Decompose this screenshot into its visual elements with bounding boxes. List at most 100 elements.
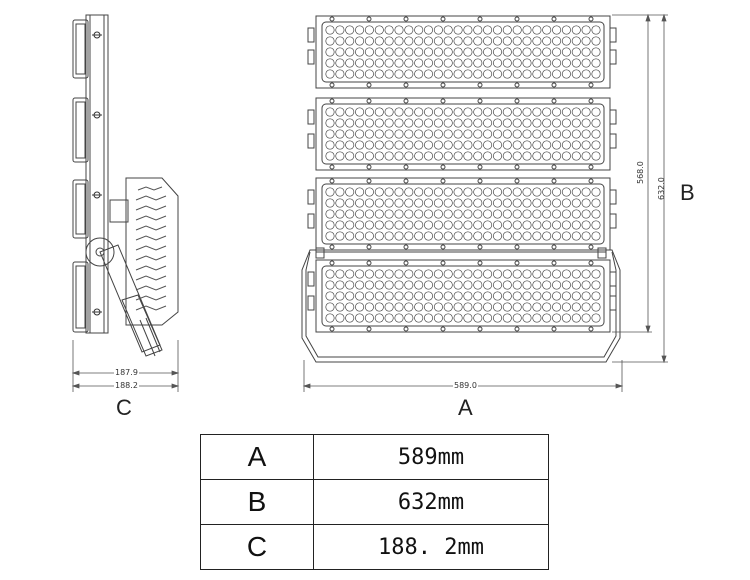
- led-lens: [453, 140, 463, 150]
- led-lens: [581, 36, 591, 46]
- led-lens: [502, 302, 512, 312]
- led-module: [315, 259, 611, 333]
- led-lens: [542, 36, 552, 46]
- led-lens: [581, 69, 591, 79]
- led-lens: [374, 151, 384, 161]
- led-lens: [502, 151, 512, 161]
- led-lens: [364, 302, 374, 312]
- led-lens: [384, 118, 394, 128]
- led-lens: [414, 129, 424, 139]
- led-lens: [384, 280, 394, 290]
- led-lens: [325, 187, 335, 197]
- side-dimension-inner: 187.9: [114, 368, 139, 377]
- led-lens: [453, 291, 463, 301]
- led-lens: [345, 291, 355, 301]
- led-lens: [463, 198, 473, 208]
- led-lens: [355, 291, 365, 301]
- led-lens: [581, 129, 591, 139]
- led-lens: [591, 140, 601, 150]
- led-lens: [355, 36, 365, 46]
- module-screw: [551, 16, 557, 22]
- led-lens: [453, 198, 463, 208]
- led-lens: [581, 47, 591, 57]
- led-lens: [492, 107, 503, 117]
- module-screw: [440, 164, 446, 170]
- led-lens: [414, 36, 424, 46]
- led-lens: [483, 25, 493, 35]
- module-screw: [366, 178, 372, 184]
- led-lens: [345, 36, 355, 46]
- module-screw: [366, 260, 372, 266]
- led-lens: [591, 36, 601, 46]
- led-lens: [355, 58, 365, 68]
- led-lens: [414, 291, 424, 301]
- led-lens: [355, 107, 365, 117]
- led-lens: [374, 291, 384, 301]
- led-lens: [483, 69, 493, 79]
- led-lens: [522, 187, 532, 197]
- led-lens: [443, 36, 453, 46]
- led-lens: [433, 25, 443, 35]
- led-lens: [581, 220, 591, 230]
- module-screw: [551, 260, 557, 266]
- led-lens: [571, 231, 581, 241]
- led-lens: [364, 231, 374, 241]
- led-lens: [384, 220, 394, 230]
- led-lens: [552, 58, 562, 68]
- led-lens: [571, 140, 581, 150]
- led-lens: [571, 36, 581, 46]
- led-lens: [552, 209, 562, 219]
- led-lens: [532, 209, 542, 219]
- led-lens: [571, 302, 581, 312]
- led-lens: [364, 198, 374, 208]
- module-screw: [366, 16, 372, 22]
- led-lens: [384, 187, 394, 197]
- led-lens: [423, 151, 434, 161]
- led-module: [315, 177, 611, 251]
- led-lens: [473, 313, 483, 323]
- led-lens: [463, 187, 473, 197]
- led-lens: [325, 69, 335, 79]
- led-lens: [473, 47, 483, 57]
- led-lens: [414, 220, 424, 230]
- led-lens: [473, 269, 483, 279]
- led-lens: [483, 269, 493, 279]
- led-lens: [542, 47, 552, 57]
- led-lens: [414, 25, 424, 35]
- led-lens: [463, 25, 473, 35]
- led-lens: [502, 280, 512, 290]
- module-screw: [440, 178, 446, 184]
- led-lens: [571, 25, 581, 35]
- led-lens: [404, 58, 414, 68]
- module-screw: [588, 164, 594, 170]
- module-screw: [514, 260, 520, 266]
- led-lens: [335, 302, 345, 312]
- led-lens: [374, 36, 384, 46]
- led-lens: [394, 151, 404, 161]
- module-screw: [514, 178, 520, 184]
- led-lens: [532, 231, 542, 241]
- led-lens: [345, 231, 355, 241]
- led-lens: [492, 140, 503, 150]
- led-lens: [384, 47, 394, 57]
- led-lens: [552, 69, 562, 79]
- led-lens: [502, 129, 512, 139]
- led-lens: [364, 107, 374, 117]
- led-lens: [561, 151, 571, 161]
- led-lens: [483, 151, 493, 161]
- led-lens: [463, 151, 473, 161]
- led-lens: [414, 107, 424, 117]
- spec-table: A 589mm B 632mm C 188. 2mm: [200, 434, 549, 570]
- led-lens: [394, 118, 404, 128]
- led-lens: [463, 129, 473, 139]
- module-screw: [588, 326, 594, 332]
- spec-key: A: [200, 434, 314, 480]
- led-lens: [532, 69, 542, 79]
- led-lens: [325, 36, 335, 46]
- led-lens: [542, 58, 552, 68]
- led-lens: [345, 151, 355, 161]
- led-lens: [404, 313, 414, 323]
- led-lens: [443, 198, 453, 208]
- led-lens: [384, 36, 394, 46]
- led-lens: [423, 313, 434, 323]
